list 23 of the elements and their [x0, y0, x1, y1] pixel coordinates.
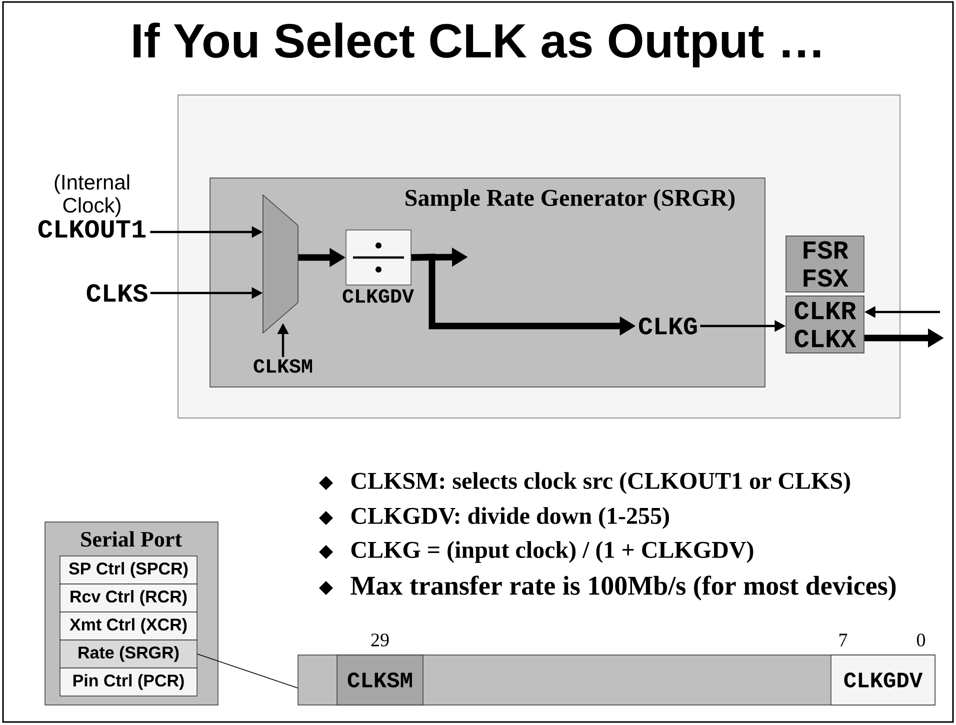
bullet-text: CLKGDV: divide down (1-255): [351, 507, 669, 529]
signal-name: (Internal Clock) CLKOUT1: [38, 174, 146, 238]
bit-number: 29: [371, 634, 389, 646]
register-row: Rcv Ctrl (RCR): [60, 584, 198, 612]
register-row: Rate (SRGR): [60, 640, 198, 668]
bullet-text: CLKG = (input clock) / (1 + CLKGDV): [351, 541, 754, 563]
register-row: SP Ctrl (SPCR): [60, 556, 198, 584]
title: If You Select CLK as Output …: [134, 22, 820, 68]
pin-box: FSR FSX: [786, 236, 864, 292]
bit-number: 7: [840, 634, 848, 646]
signal-name: CLKSM: [254, 359, 312, 373]
bullet-text: Max transfer rate is 100Mb/s (for most devices): [350, 576, 896, 600]
signal-name: CLKS: [86, 284, 148, 302]
leader-line: [196, 654, 298, 688]
register-row: Xmt Ctrl (XCR): [60, 612, 198, 640]
bit-number: 0: [916, 634, 926, 646]
box-caption: CLKGDV: [342, 289, 414, 303]
bit-field: CLKGDV: [830, 654, 936, 706]
pin-box: CLKR CLKX: [786, 296, 864, 354]
bit-field: CLKSM: [336, 654, 424, 706]
signal-name: CLKG: [638, 318, 697, 334]
register-row: Pin Ctrl (PCR): [60, 668, 198, 696]
bullet-text: CLKSM: selects clock src (CLKOUT1 or CLKS): [351, 472, 850, 494]
